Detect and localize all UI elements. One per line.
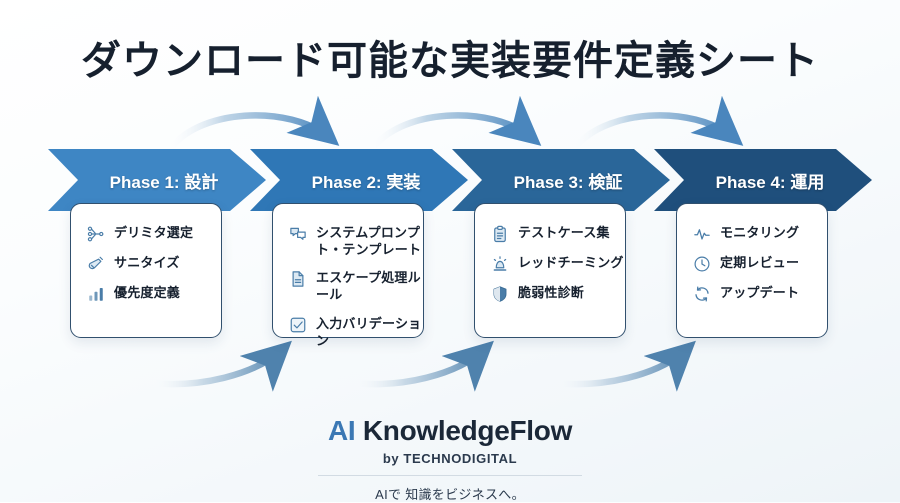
refresh-cycle-icon [695,286,709,302]
footer-divider [318,475,582,476]
list-item-label: システムプロンプト・テンプレート [316,225,422,258]
list-item-label: 脆弱性診断 [518,285,585,300]
footer-branding: AI KnowledgeFlow by TECHNODIGITAL AIで 知識… [0,415,900,503]
checkbox-check-icon [290,317,306,332]
list-item-label: テストケース集 [518,225,610,240]
brand-logo: AI KnowledgeFlow [0,415,900,447]
clipboard-icon [494,225,506,243]
phase-banner-3[interactable]: Phase 3: 検証 [452,149,670,211]
phase-banner-1[interactable]: Phase 1: 設計 [48,149,266,211]
list-item[interactable]: 入力バリデーション [289,315,423,349]
list-item-label: デリミタ選定 [114,225,194,240]
broom-sanitize-icon [88,256,103,270]
shield-icon [493,286,507,302]
list-item[interactable]: アップデート [693,284,827,303]
top-connector-arrow-1 [164,95,340,156]
list-item-label: サニタイズ [114,255,180,270]
document-icon [292,271,304,288]
phase-banner-label-1: Phase 1: 設計 [109,172,219,192]
top-connector-arrow-2 [366,95,542,156]
phase-banner-2[interactable]: Phase 2: 実装 [250,149,468,211]
bottom-connector-arrow-3 [550,340,696,392]
list-item[interactable]: システムプロンプト・テンプレート [289,224,423,258]
top-connector-arrow-3 [568,95,744,156]
activity-pulse-icon [694,229,710,240]
bottom-connector-arrow-1 [146,340,292,392]
phase-card-2[interactable]: システムプロンプト・テンプレート エスケープ処理ルール 入力バリデーション [272,203,424,348]
list-item-label: エスケープ処理ルール [316,270,421,303]
chat-bubbles-icon [290,227,306,240]
list-item[interactable]: レッドチーミング [491,254,625,273]
list-item-label: レッドチーミング [518,255,624,270]
brand-tagline: AIで 知識をビジネスへ。 [375,487,525,502]
list-item[interactable]: 脆弱性診断 [491,284,625,303]
bar-chart-icon [89,288,103,301]
list-item-label: アップデート [720,285,800,300]
list-item-label: 優先度定義 [114,285,181,300]
phase-banner-4[interactable]: Phase 4: 運用 [654,149,872,211]
phase-banner-label-3: Phase 3: 検証 [513,172,623,192]
arrow-shape-2 [250,149,468,211]
phase-banner-label-4: Phase 4: 運用 [715,172,825,192]
arrow-shape-3 [452,149,670,211]
list-item[interactable]: 優先度定義 [87,284,221,303]
list-item[interactable]: サニタイズ [87,254,221,273]
phase-card-3[interactable]: テストケース集 レッドチーミング 脆弱性診断 [474,203,626,338]
brand-byline: by TECHNODIGITAL [382,451,518,466]
list-item[interactable]: テストケース集 [491,224,625,243]
page-title: ダウンロード可能な実装要件定義シート [81,39,819,83]
arrow-shape-4 [654,149,872,211]
list-item[interactable]: モニタリング [693,224,827,243]
list-item-label: モニタリング [720,225,800,240]
siren-alert-icon [493,256,507,271]
list-item-label: 定期レビュー [720,255,800,270]
brand-prefix: AI [327,415,356,446]
brand-name: KnowledgeFlow [355,415,573,446]
list-item-label: 入力バリデーション [316,315,422,348]
list-item[interactable]: 定期レビュー [693,254,827,273]
arrow-shape-1 [48,149,266,211]
bottom-connector-arrow-2 [348,340,494,392]
phase-banner-label-2: Phase 2: 実装 [311,172,421,192]
phase-card-1[interactable]: デリミタ選定 サニタイズ 優先度定義 [70,203,222,338]
clock-icon [694,256,710,272]
phase-card-4[interactable]: モニタリング 定期レビュー アップデート [676,203,828,338]
list-item[interactable]: デリミタ選定 [87,224,221,243]
network-nodes-icon [87,226,104,242]
list-item[interactable]: エスケープ処理ルール [289,269,423,303]
